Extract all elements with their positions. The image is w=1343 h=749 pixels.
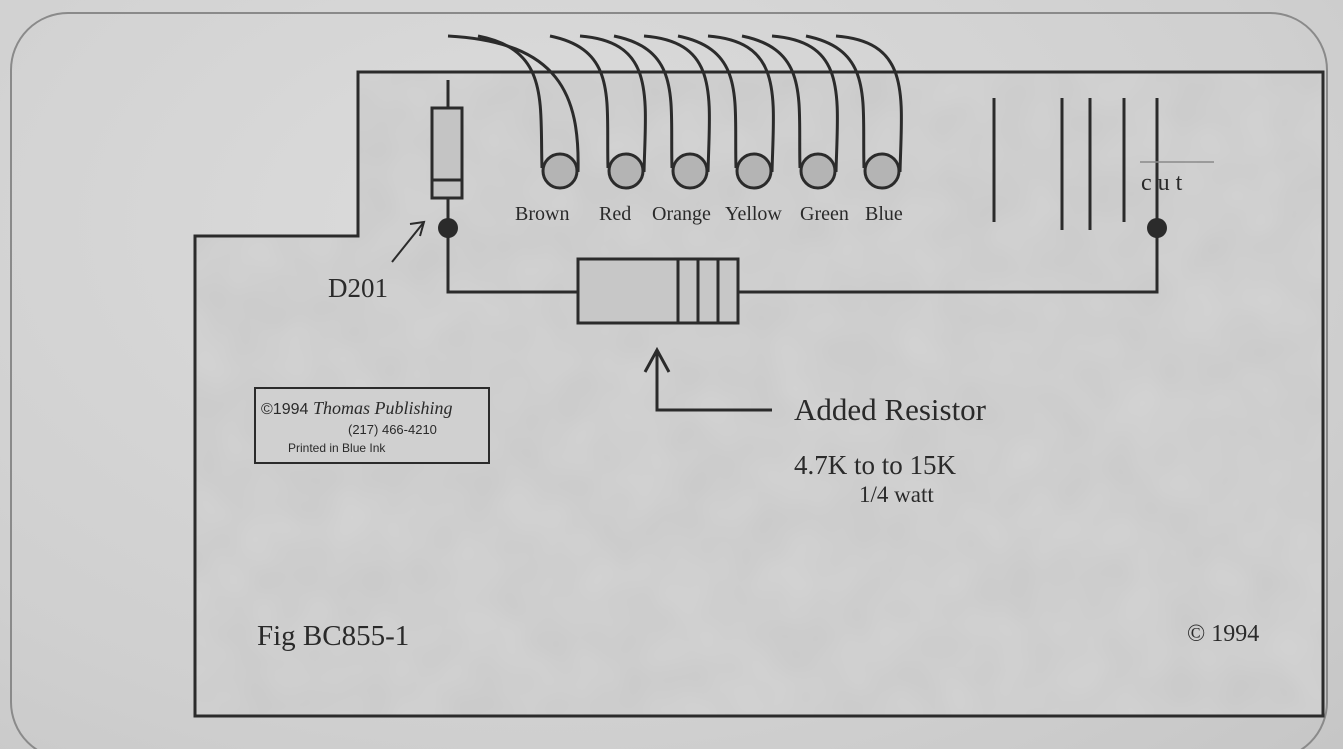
wire-orange-end	[671, 152, 709, 190]
diode-label: D201	[328, 273, 388, 303]
wire-red-inner	[549, 34, 610, 169]
wire-red-outer	[579, 34, 647, 173]
wire-orange-outer	[643, 34, 711, 173]
wire-yellow-end	[735, 152, 773, 190]
wire-green-outer	[771, 34, 839, 173]
publisher-stamp: ©1994 Thomas Publishing (217) 466-4210 P…	[254, 387, 490, 464]
wire-label-brown: Brown	[515, 203, 569, 225]
wire-label-yellow: Yellow	[725, 203, 782, 225]
diode-arrowhead	[409, 220, 426, 237]
wire-to-resistor-right	[738, 228, 1159, 294]
wire-blue-end	[863, 152, 901, 190]
wire-brown-end	[541, 152, 579, 190]
cut-label: cut	[1141, 170, 1188, 196]
cut-traces	[992, 98, 1214, 230]
wire-label-orange: Orange	[652, 203, 711, 225]
card-border	[10, 12, 1328, 749]
wire-blue-outer	[835, 34, 903, 173]
resistor-pointer-line	[655, 352, 772, 412]
wire-label-red: Red	[599, 203, 631, 225]
wire-green-inner	[741, 34, 802, 169]
resistor-title: Added Resistor	[794, 392, 987, 427]
wire-to-resistor-left	[446, 228, 578, 294]
wire-brown-inner	[477, 34, 544, 169]
wire-yellow-inner	[677, 34, 738, 169]
added-resistor	[576, 257, 740, 325]
wire-brown-outer	[447, 34, 580, 173]
wire-green-end	[799, 152, 837, 190]
stamp-note: Printed in Blue Ink	[288, 441, 386, 455]
wire-bundle	[447, 34, 903, 190]
figure-id: Fig BC855-1	[257, 620, 409, 652]
stamp-copyright-prefix: ©1994	[261, 401, 308, 418]
resistor-value-range: 4.7K to to 15K	[794, 450, 957, 480]
stamp-phone: (217) 466-4210	[348, 422, 437, 437]
wire-orange-inner	[613, 34, 674, 169]
wire-yellow-outer	[707, 34, 775, 173]
wire-label-blue: Blue	[865, 203, 903, 225]
stamp-publisher: Thomas Publishing	[313, 398, 453, 418]
diode-pointer-arrow	[391, 221, 425, 263]
wire-blue-inner	[805, 34, 866, 169]
board-outline	[193, 70, 1325, 718]
wire-red-end	[607, 152, 645, 190]
resistor-arrowhead	[643, 346, 671, 373]
wire-label-green: Green	[800, 203, 849, 225]
resistor-power: 1/4 watt	[859, 482, 934, 507]
copyright: © 1994	[1187, 621, 1259, 647]
